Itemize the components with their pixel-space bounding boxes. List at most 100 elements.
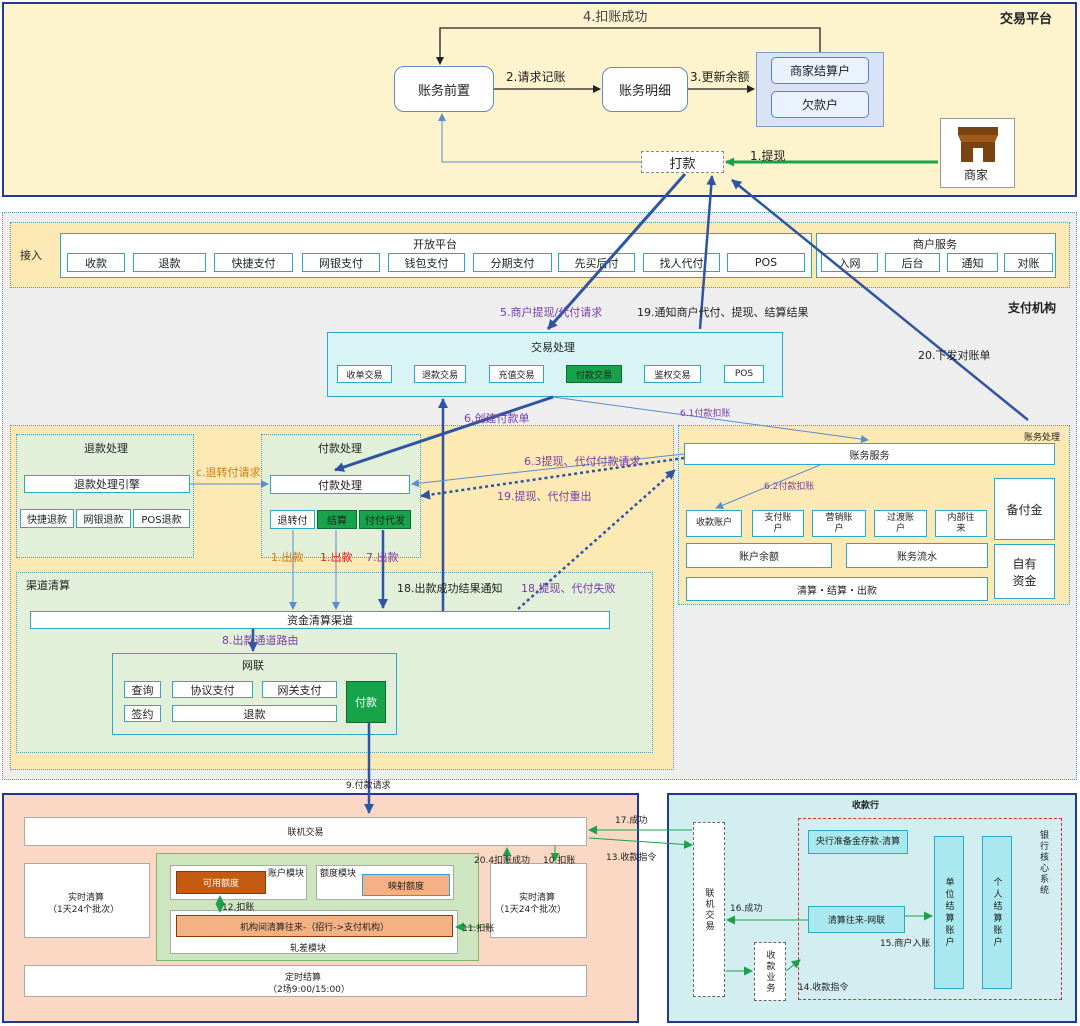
edge-17-label: 17.成功	[615, 816, 648, 826]
merchant-items-item[interactable]: 入网	[821, 253, 878, 272]
merchant-items-item[interactable]: 通知	[947, 253, 998, 272]
realtime-clear-box[interactable]	[24, 863, 150, 938]
open-items-item[interactable]: 网银支付	[302, 253, 380, 272]
wl-items-item[interactable]: 查询	[124, 681, 161, 698]
edge-2-label: 2.请求记账	[506, 70, 566, 84]
edge-16-label: 16.成功	[730, 904, 763, 914]
bank-online-trade[interactable]: 联机交易	[693, 822, 725, 997]
realtime-settle-title: 实时清算	[519, 893, 556, 903]
trade-items-item[interactable]: 收单交易	[337, 365, 392, 383]
edge-63-label: 6.3提现、代付付款请求	[524, 455, 641, 468]
edge-20-label: 20.下发对账单	[918, 349, 991, 362]
refund-proc-box	[16, 434, 194, 558]
own-fund[interactable]: 自有资金	[994, 544, 1055, 599]
pay-items-item[interactable]: 退转付	[270, 510, 315, 529]
acct-balance[interactable]: 账户余额	[686, 543, 832, 568]
edge-11-label: 11.扣账	[462, 924, 495, 934]
trade-platform-title: 交易平台	[1000, 12, 1053, 27]
bank-title: 收款行	[852, 801, 880, 811]
quota-module-label: 额度模块	[320, 869, 357, 879]
pay-engine[interactable]: 付款处理	[270, 475, 410, 494]
available-quota[interactable]: 可用额度	[176, 871, 266, 894]
central-reserve[interactable]: 央行准备金存款-清算	[808, 830, 908, 854]
bank-core-text: 银行核心系统	[1038, 830, 1048, 896]
personal-settle-account[interactable]: 个人结算账户	[982, 836, 1012, 989]
trade-items-item[interactable]: 鉴权交易	[644, 365, 701, 383]
realtime-settle-box[interactable]	[490, 863, 587, 938]
bank-online-label: 联机交易	[703, 887, 714, 932]
clear-settle-payout[interactable]: 清算・结算・出款	[686, 577, 988, 601]
squash-module-label: 轧差模块	[290, 944, 327, 954]
refund-items-item[interactable]: 网银退款	[76, 509, 131, 528]
refund-engine[interactable]: 退款处理引擎	[24, 475, 190, 493]
open-items-item[interactable]: 分期支付	[473, 253, 552, 272]
edge-19-label: 19.通知商户代付、提现、结算结果	[637, 306, 809, 319]
pay-items-item[interactable]: 付付代发	[359, 510, 411, 529]
wl-items-item[interactable]: 网关支付	[262, 681, 337, 698]
trade-items-item[interactable]: 充值交易	[489, 365, 544, 383]
edge-14-label: 14.收款指令	[798, 983, 849, 993]
open-items-item[interactable]: 先买后付	[558, 253, 635, 272]
inter-org-clear[interactable]: 机构间清算往来-（招行->支付机构）	[176, 915, 453, 937]
dakuan-node[interactable]: 打款	[641, 151, 724, 173]
zhangwu-qianzhi-node[interactable]: 账务前置	[394, 66, 494, 112]
edge-1a-label: 1.出款	[271, 551, 304, 564]
debt-account[interactable]: 欠款户	[771, 91, 869, 118]
merchant-items-item[interactable]: 后台	[885, 253, 940, 272]
open-items-item[interactable]: 快捷支付	[214, 253, 293, 272]
recv-biz-box[interactable]: 收款业务	[754, 942, 786, 1001]
edge-19b-label: 19.提现、代付重出	[497, 490, 592, 503]
bank-core-box	[798, 818, 1062, 1000]
refund-items-item[interactable]: POS退款	[133, 509, 190, 528]
realtime-settle-sub: （1天24个批次）	[495, 905, 567, 915]
online-trade-box[interactable]: 联机交易	[24, 817, 587, 846]
open-items-item[interactable]: POS	[727, 253, 805, 272]
acct-service[interactable]: 账务服务	[684, 443, 1055, 465]
fund-clear-channel[interactable]: 资金清算渠道	[30, 611, 610, 629]
edge-8-label: 8.出款通道路由	[222, 634, 299, 647]
edge-9-label: 9.付款请求	[346, 781, 391, 791]
acct-items-item[interactable]: 营销账户	[812, 510, 866, 537]
pay-org-title: 支付机构	[1008, 301, 1057, 315]
acct-items-item[interactable]: 内部往来	[935, 510, 987, 537]
channel-clear-title: 渠道清算	[26, 579, 70, 592]
merchant-settle-account[interactable]: 商家结算户	[771, 57, 869, 84]
wl-items-item[interactable]: 协议支付	[172, 681, 253, 698]
open-items-item[interactable]: 找人代付	[643, 253, 720, 272]
mapped-quota[interactable]: 映射额度	[362, 874, 450, 896]
trade-items-item[interactable]: 退款交易	[414, 365, 466, 383]
open-platform-title: 开放平台	[413, 238, 457, 251]
wl-items-item[interactable]: 退款	[172, 705, 337, 722]
refund-items-item[interactable]: 快捷退款	[20, 509, 74, 528]
acct-items-item[interactable]: 过渡账户	[874, 510, 927, 537]
timed-settle-sub: （2场9:00/15:00）	[268, 985, 350, 995]
acct-items-item[interactable]: 收款账户	[686, 510, 742, 537]
edge-5-label: 5.商户提现/代付请求	[500, 306, 603, 319]
realtime-clear-sub: （1天24个批次）	[48, 905, 120, 915]
edge-61-label: 6.1付款扣账	[680, 409, 731, 419]
zhangwu-mingxi-node[interactable]: 账务明细	[602, 67, 688, 112]
open-items-item[interactable]: 收款	[67, 253, 125, 272]
acct-items-item[interactable]: 支付账户	[752, 510, 804, 537]
edge-15-label: 15.商户入账	[880, 939, 931, 949]
open-items-item[interactable]: 退款	[133, 253, 206, 272]
edge-10-label: 10.扣账	[543, 856, 576, 866]
account-module-label: 账户模块	[268, 869, 305, 879]
wl-items-item[interactable]: 签约	[124, 705, 161, 722]
trade-items-item[interactable]: POS	[724, 365, 764, 383]
pay-proc-title: 付款处理	[318, 442, 362, 455]
edge-204-label: 20.4扣账成功	[474, 856, 531, 866]
reserve-fund[interactable]: 备付金	[994, 478, 1055, 540]
acct-flow[interactable]: 账务流水	[846, 543, 988, 568]
clear-wanglian[interactable]: 清算往来-网联	[808, 906, 905, 933]
wanglian-pay-button[interactable]: 付款	[346, 681, 386, 723]
edge-4-label: 4.扣账成功	[583, 10, 648, 25]
pay-items-item[interactable]: 结算	[317, 510, 357, 529]
timed-settle-box[interactable]	[24, 965, 587, 997]
open-items-item[interactable]: 钱包支付	[388, 253, 465, 272]
unit-settle-account[interactable]: 单位结算账户	[934, 836, 964, 989]
merchant-service-title: 商户服务	[913, 238, 957, 251]
trade-items-item[interactable]: 付款交易	[566, 365, 622, 383]
edge-7-label: 7.出款	[366, 551, 399, 564]
merchant-items-item[interactable]: 对账	[1004, 253, 1053, 272]
